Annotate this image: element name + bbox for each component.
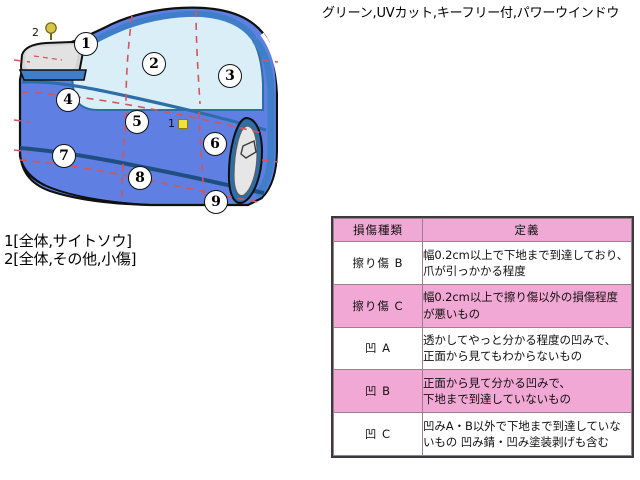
- damage-section-dashed-lines: [13, 9, 279, 203]
- table-header-row: 損傷種類 定義: [333, 218, 632, 242]
- table-row: 凹 C 凹みA・B以外で下地まで到達していないもの 凹み錆・凹み塗装剥げも含む: [333, 412, 632, 456]
- header-definition: 定義: [422, 218, 632, 242]
- door-window-glass: [69, 13, 264, 111]
- damage-table-grid: 損傷種類 定義 擦り傷 B 幅0.2cm以上で下地まで到達しており、爪が引っかか…: [333, 218, 632, 456]
- door-rear-pillar-highlight: [260, 32, 282, 202]
- table-row: 凹 B 正面から見て分かる凹みで、下地まで到達していないもの: [333, 369, 632, 414]
- callout-3[interactable]: 3: [218, 64, 242, 88]
- cell-damage-type: 凹 B: [333, 369, 423, 414]
- damage-note-2: 2[全体,その他,小傷]: [4, 250, 137, 269]
- callout-2[interactable]: 2: [142, 52, 166, 76]
- callout-5[interactable]: 5: [125, 110, 149, 134]
- side-mirror: [18, 40, 87, 81]
- square-marker-icon: [178, 119, 188, 129]
- table-row: 擦り傷 C 幅0.2cm以上で擦り傷以外の損傷程度が悪いもの: [333, 283, 632, 328]
- cell-definition: 幅0.2cm以上で擦り傷以外の損傷程度が悪いもの: [422, 283, 632, 328]
- callout-4[interactable]: 4: [56, 88, 80, 112]
- table-row: 擦り傷 B 幅0.2cm以上で下地まで到達しており、爪が引っかかる程度: [333, 241, 632, 285]
- cell-definition: 凹みA・B以外で下地まで到達していないもの 凹み錆・凹み塗装剥げも含む: [422, 412, 632, 456]
- door-lower-edge: [19, 149, 151, 206]
- header-damage-type: 損傷種類: [333, 218, 423, 242]
- vehicle-spec-caption: グリーン,UVカット,キーフリー付,パワーウインドウ: [322, 6, 620, 21]
- marker-1-label: 1: [168, 117, 175, 130]
- cell-definition: 幅0.2cm以上で下地まで到達しており、爪が引っかかる程度: [422, 241, 632, 285]
- damage-note-1: 1[全体,サイトソウ]: [4, 232, 132, 250]
- callout-9[interactable]: 9: [204, 190, 228, 214]
- marker-2-label: 2: [32, 26, 39, 39]
- door-rear-pillar: [252, 37, 275, 199]
- damage-definition-table: 損傷種類 定義 擦り傷 B 幅0.2cm以上で下地まで到達しており、爪が引っかか…: [331, 216, 634, 458]
- table-body: 擦り傷 B 幅0.2cm以上で下地まで到達しており、爪が引っかかる程度 擦り傷 …: [333, 241, 632, 456]
- callout-7[interactable]: 7: [52, 144, 76, 168]
- cell-damage-type: 擦り傷 C: [333, 283, 423, 328]
- cell-damage-type: 擦り傷 B: [333, 241, 423, 285]
- cell-definition: 正面から見て分かる凹みで、下地まで到達していないもの: [422, 369, 632, 414]
- callout-8[interactable]: 8: [128, 166, 152, 190]
- callout-1[interactable]: 1: [74, 32, 98, 56]
- door-handle-assembly: [227, 116, 264, 204]
- damage-note-list: 1[全体,サイトソウ] 2[全体,その他,小傷]: [4, 232, 136, 269]
- cell-definition: 透かしてやっと分かる程度の凹みで、正面から見てもわからないもの: [422, 326, 632, 371]
- pin-marker-icon: [45, 22, 57, 40]
- cell-damage-type: 凹 A: [333, 326, 423, 371]
- cell-damage-type: 凹 C: [333, 412, 423, 456]
- table-row: 凹 A 透かしてやっと分かる程度の凹みで、正面から見てもわからないもの: [333, 326, 632, 371]
- door-illustration-svg: [13, 6, 282, 207]
- callout-6[interactable]: 6: [203, 132, 227, 156]
- front-door-damage-diagram: 1 2 3 4 5 6 7 8 9 2 1: [0, 0, 310, 225]
